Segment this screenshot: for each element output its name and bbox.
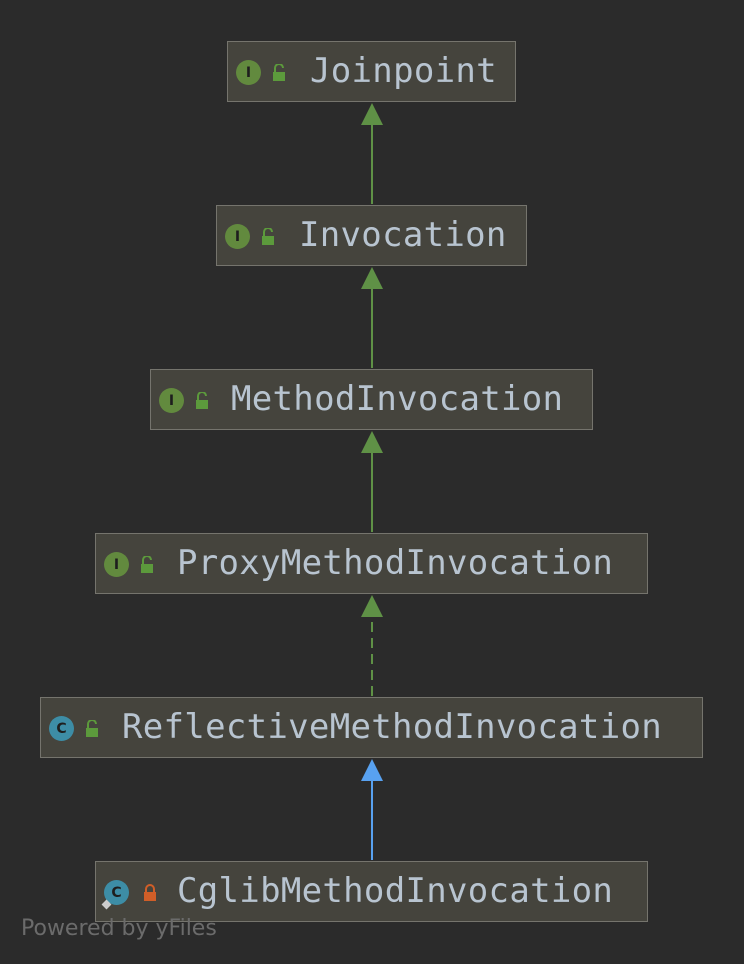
interface-icon: I bbox=[225, 224, 250, 249]
node-joinpoint[interactable]: I Joinpoint bbox=[227, 41, 516, 102]
unlocked-icon bbox=[141, 556, 153, 573]
node-method-invocation[interactable]: I MethodInvocation bbox=[150, 369, 593, 430]
node-cglib-method-invocation[interactable]: C CglibMethodInvocation bbox=[95, 861, 648, 922]
powered-by-label: Powered by yFiles bbox=[21, 916, 217, 941]
class-icon: C bbox=[104, 880, 129, 905]
interface-icon: I bbox=[236, 60, 261, 85]
node-label: ProxyMethodInvocation bbox=[177, 543, 614, 583]
interface-icon: I bbox=[159, 388, 184, 413]
node-label: CglibMethodInvocation bbox=[177, 871, 614, 911]
unlocked-icon bbox=[262, 228, 274, 245]
node-label: Invocation bbox=[299, 215, 507, 255]
edge-arrowhead-proxy-method-invocation-to-method-invocation bbox=[361, 431, 383, 453]
node-label: MethodInvocation bbox=[231, 379, 564, 419]
node-invocation[interactable]: I Invocation bbox=[216, 205, 527, 266]
edge-arrowhead-invocation-to-joinpoint bbox=[361, 103, 383, 125]
node-label: ReflectiveMethodInvocation bbox=[122, 707, 663, 747]
unlocked-icon bbox=[273, 64, 285, 81]
interface-icon: I bbox=[104, 552, 129, 577]
nested-class-icon bbox=[101, 899, 112, 910]
edge-arrowhead-cglib-method-invocation-to-reflective-method-invocation bbox=[361, 759, 383, 781]
locked-icon bbox=[144, 884, 156, 901]
edge-arrowhead-reflective-method-invocation-to-proxy-method-invocation bbox=[361, 595, 383, 617]
edges-layer bbox=[361, 103, 383, 860]
node-proxy-method-invocation[interactable]: I ProxyMethodInvocation bbox=[95, 533, 648, 594]
unlocked-icon bbox=[86, 720, 98, 737]
node-label: Joinpoint bbox=[310, 51, 497, 91]
class-icon: C bbox=[49, 716, 74, 741]
node-reflective-method-invocation[interactable]: C ReflectiveMethodInvocation bbox=[40, 697, 703, 758]
unlocked-icon bbox=[196, 392, 208, 409]
edge-arrowhead-method-invocation-to-invocation bbox=[361, 267, 383, 289]
